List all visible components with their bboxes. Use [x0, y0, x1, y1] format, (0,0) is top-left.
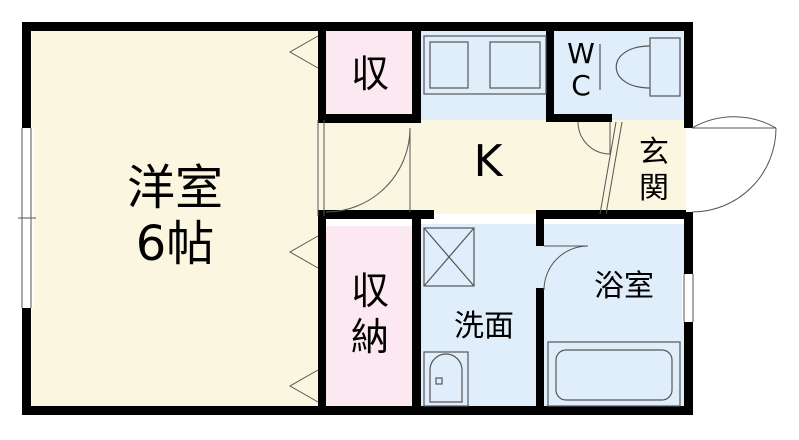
western-room-size: 6帖: [135, 216, 215, 272]
western-room-floor: [32, 30, 324, 410]
door-swings: [325, 116, 777, 291]
interior-walls: [318, 22, 686, 415]
kitchen-label: K: [473, 136, 503, 187]
entrance-line2: 関: [639, 171, 669, 206]
washing-machine-pan: [423, 227, 475, 287]
bathroom-label: 浴室: [594, 269, 654, 304]
storage-small-label: 収: [350, 52, 389, 96]
entrance-step: [599, 121, 623, 215]
kitchen-floor: [324, 120, 686, 214]
west-window: [18, 128, 36, 308]
storage-closet-label: 収 納: [340, 272, 400, 356]
toilet-fixture: [599, 37, 681, 97]
western-room-name: 洋室: [126, 160, 223, 216]
storage-closet-line1: 収: [350, 269, 389, 313]
entrance-label: 玄 関: [634, 138, 674, 204]
bathtub: [547, 341, 681, 407]
toilet-line2: C: [571, 69, 591, 102]
storage-closet-floor: [324, 226, 418, 410]
kitchen-counter-area: [418, 30, 552, 120]
bathroom-window: [682, 274, 696, 322]
entrance-line1: 玄: [639, 135, 669, 170]
kitchen-counter: [423, 35, 547, 95]
washroom-floor: [418, 224, 544, 410]
storage-small-floor: [324, 30, 418, 120]
toilet-label: W C: [566, 40, 596, 100]
wash-basin: [423, 351, 469, 407]
western-room-label: 洋室 6帖: [100, 164, 250, 268]
storage-closet-line2: 納: [350, 315, 389, 359]
western-room-doors: [288, 35, 325, 403]
washroom-label: 洗面: [454, 309, 514, 344]
bathroom-floor: [544, 224, 686, 410]
toilet-line1: W: [567, 37, 595, 70]
